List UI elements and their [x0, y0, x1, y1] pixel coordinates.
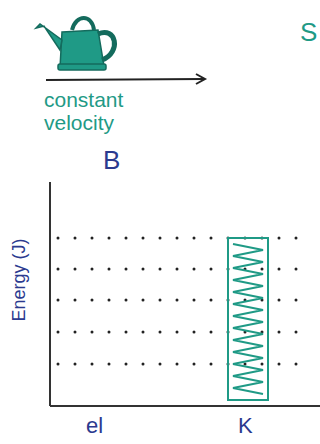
- grid-dot: [108, 363, 111, 366]
- grid-dot: [193, 363, 196, 366]
- grid-dot: [176, 299, 179, 302]
- grid-dot: [210, 299, 213, 302]
- grid-dot: [74, 331, 77, 334]
- grid-dot: [159, 268, 162, 271]
- category-label: el: [86, 414, 103, 438]
- grid-dot: [278, 363, 281, 366]
- velocity-arrow: [46, 74, 205, 84]
- grid-dot: [108, 331, 111, 334]
- grid-dot: [176, 331, 179, 334]
- grid-dot: [91, 331, 94, 334]
- axes: [50, 182, 320, 406]
- grid-dot: [159, 363, 162, 366]
- partial-letter: S: [300, 18, 317, 47]
- grid-dot: [142, 331, 145, 334]
- motion-note: constant velocity: [44, 88, 174, 134]
- grid-dot: [159, 299, 162, 302]
- grid-dot: [74, 268, 77, 271]
- watering-can: [36, 18, 114, 70]
- grid-dot: [125, 331, 128, 334]
- grid-dot: [193, 268, 196, 271]
- grid-dot: [278, 331, 281, 334]
- grid-dot: [261, 268, 264, 271]
- grid-dot: [57, 363, 60, 366]
- grid-dot: [295, 331, 298, 334]
- grid-dot: [142, 363, 145, 366]
- grid-dot: [108, 237, 111, 240]
- grid-dot: [210, 237, 213, 240]
- grid-dot: [57, 237, 60, 240]
- grid-dot: [295, 299, 298, 302]
- grid-dot: [142, 268, 145, 271]
- grid-dot: [108, 299, 111, 302]
- grid-dot: [176, 363, 179, 366]
- grid-dot: [210, 363, 213, 366]
- grid-dot: [91, 299, 94, 302]
- axis-title: Energy (J): [10, 238, 30, 321]
- zigzag-fill: [233, 244, 263, 394]
- grid-dot: [159, 331, 162, 334]
- grid-dot: [295, 363, 298, 366]
- grid-dot: [210, 268, 213, 271]
- grid-dot: [193, 331, 196, 334]
- grid-dot: [278, 237, 281, 240]
- grid-dot: [278, 268, 281, 271]
- grid-dot: [57, 299, 60, 302]
- grid-dot: [261, 363, 264, 366]
- grid-dot: [91, 268, 94, 271]
- grid-dot: [295, 237, 298, 240]
- grid-dot: [57, 268, 60, 271]
- grid-dot: [74, 299, 77, 302]
- grid-dot: [142, 237, 145, 240]
- grid-dot: [57, 331, 60, 334]
- grid-dot: [193, 237, 196, 240]
- grid-dot: [91, 237, 94, 240]
- grid-dot: [176, 268, 179, 271]
- grid-dot: [244, 363, 247, 366]
- k-bar: [228, 238, 268, 400]
- grid-dot: [142, 299, 145, 302]
- grid-dot: [159, 237, 162, 240]
- grid-dot: [108, 268, 111, 271]
- grid-dot: [125, 268, 128, 271]
- grid-dot: [74, 363, 77, 366]
- category-label: K: [238, 414, 253, 438]
- grid-dot: [278, 299, 281, 302]
- grid-dot: [210, 331, 213, 334]
- chart-letter: B: [103, 146, 120, 175]
- grid-dot: [74, 237, 77, 240]
- grid-dot: [176, 237, 179, 240]
- grid-dot: [193, 299, 196, 302]
- grid-dot: [125, 363, 128, 366]
- grid-dot: [295, 268, 298, 271]
- grid-dot: [125, 237, 128, 240]
- grid-dot: [125, 299, 128, 302]
- grid-dot: [91, 363, 94, 366]
